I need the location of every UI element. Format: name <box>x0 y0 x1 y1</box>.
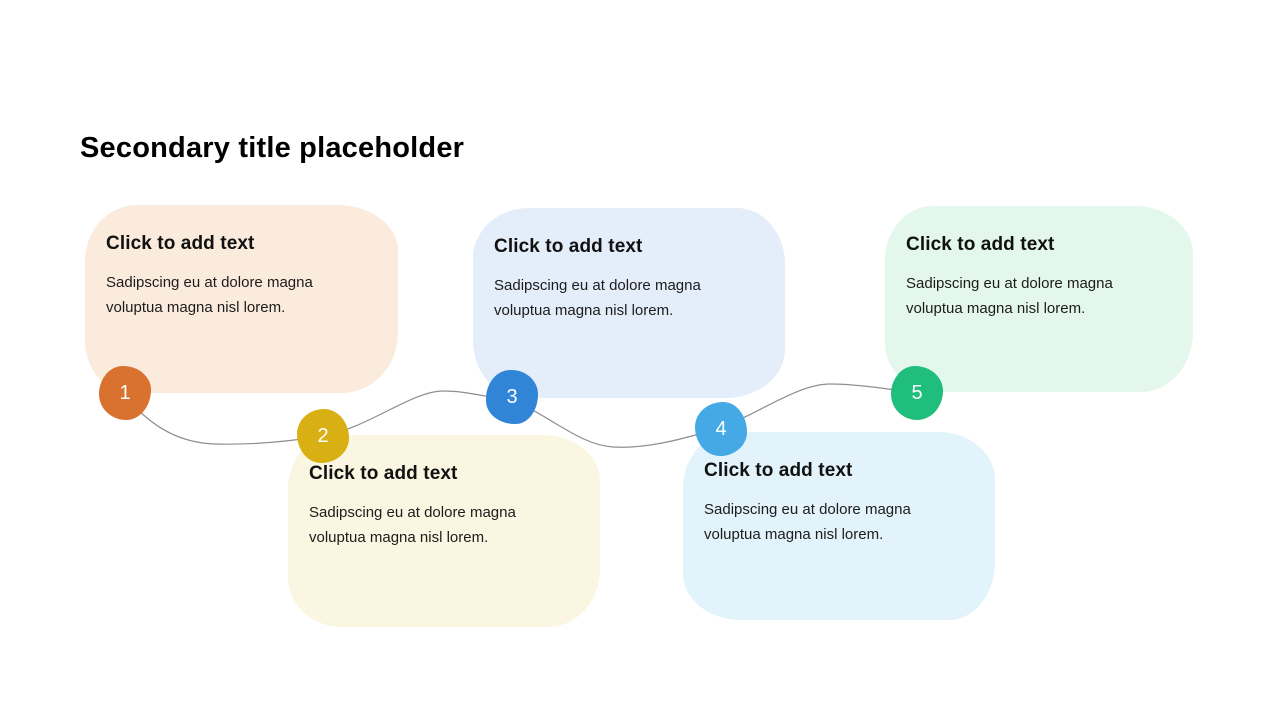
step-card-5-heading: Click to add text <box>906 234 1055 255</box>
step-card-5-body: Sadipscing eu at dolore magna voluptua m… <box>906 275 1113 317</box>
step-badge-3[interactable]: 3 <box>486 370 538 424</box>
step-card-1[interactable]: Click to add text Sadipscing eu at dolor… <box>85 205 398 393</box>
step-badge-5[interactable]: 5 <box>891 366 943 420</box>
step-card-1-body: Sadipscing eu at dolore magna voluptua m… <box>106 274 313 316</box>
slide-title[interactable]: Secondary title placeholder <box>80 132 465 164</box>
step-card-1-heading: Click to add text <box>106 233 255 254</box>
step-card-2-body: Sadipscing eu at dolore magna voluptua m… <box>309 504 516 546</box>
step-card-4[interactable]: Click to add text Sadipscing eu at dolor… <box>683 432 995 620</box>
step-card-4-body: Sadipscing eu at dolore magna voluptua m… <box>704 501 911 543</box>
step-card-3-heading: Click to add text <box>494 236 643 257</box>
step-badge-2[interactable]: 2 <box>297 409 349 463</box>
step-card-4-heading: Click to add text <box>704 460 853 481</box>
step-badge-4[interactable]: 4 <box>695 402 747 456</box>
step-card-3[interactable]: Click to add text Sadipscing eu at dolor… <box>473 208 785 398</box>
step-card-3-body: Sadipscing eu at dolore magna voluptua m… <box>494 277 701 319</box>
step-card-2[interactable]: Click to add text Sadipscing eu at dolor… <box>288 435 600 627</box>
step-card-2-heading: Click to add text <box>309 463 458 484</box>
step-badge-1[interactable]: 1 <box>99 366 151 420</box>
step-card-5[interactable]: Click to add text Sadipscing eu at dolor… <box>885 206 1193 392</box>
